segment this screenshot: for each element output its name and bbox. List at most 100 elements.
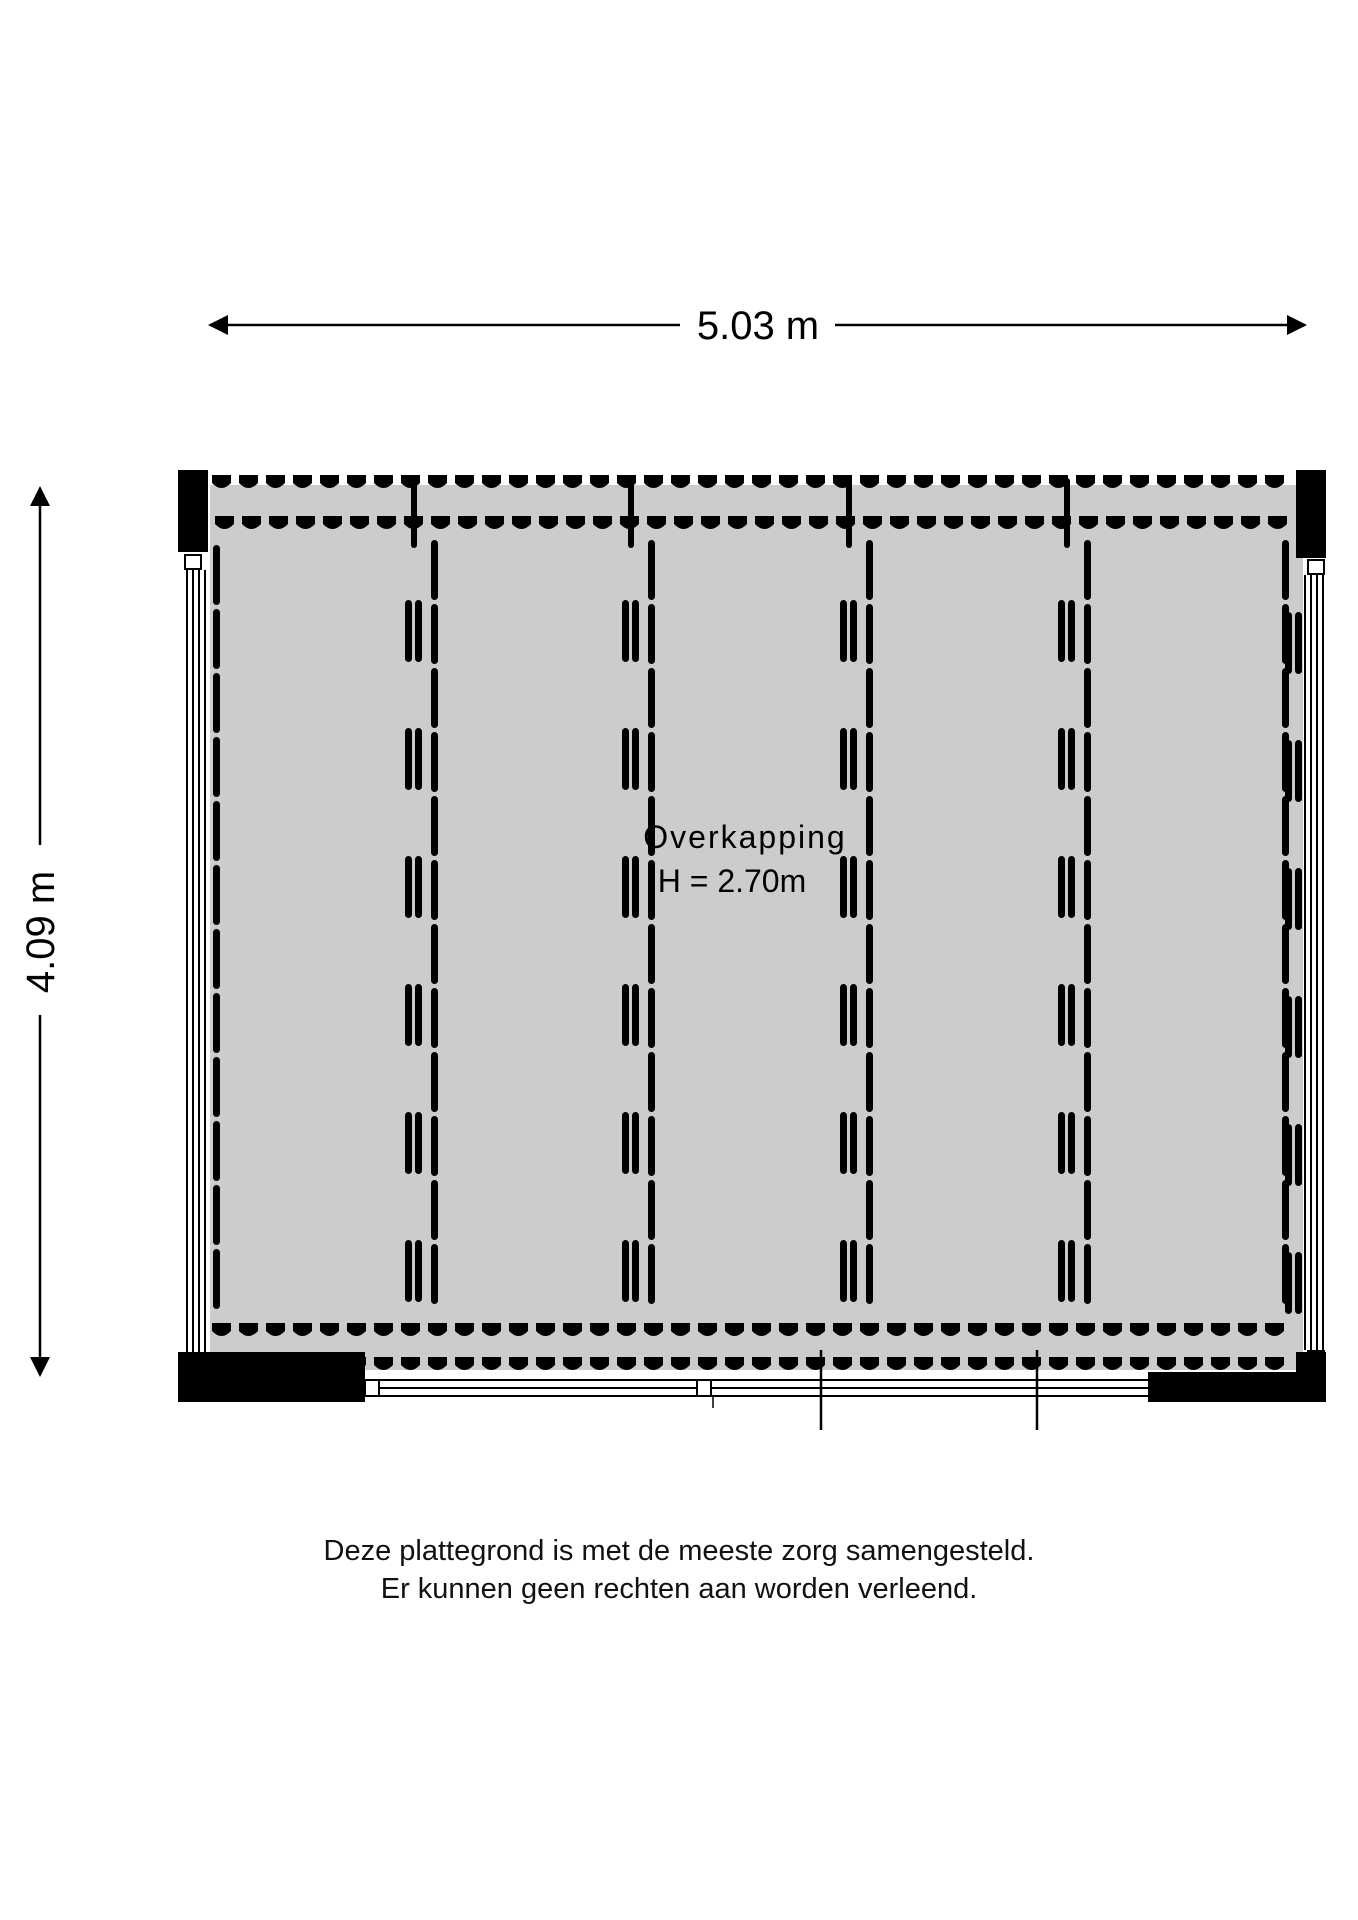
curtain-fold-pair bbox=[415, 728, 422, 790]
curtain-fold-single bbox=[431, 1244, 438, 1304]
curtain-scallop-bottom-outer bbox=[914, 1357, 933, 1370]
curtain-scallop-top-outer bbox=[1157, 475, 1176, 488]
curtain-divider-top bbox=[628, 478, 634, 548]
curtain-fold-pair bbox=[405, 600, 412, 662]
curtain-fold-pair bbox=[405, 856, 412, 918]
curtain-scallop-top-outer bbox=[968, 475, 987, 488]
curtain-fold-pair-right bbox=[1295, 868, 1302, 930]
curtain-scallop-top-inner bbox=[863, 516, 882, 529]
curtain-fold-single bbox=[866, 860, 873, 920]
curtain-scallop-bottom-inner bbox=[482, 1323, 501, 1336]
curtain-fold-single bbox=[431, 604, 438, 664]
curtain-scallop-top-outer bbox=[536, 475, 555, 488]
curtain-fold-pair bbox=[1068, 1112, 1075, 1174]
curtain-fold-pair bbox=[1058, 728, 1065, 790]
curtain-scallop-top-outer bbox=[1184, 475, 1203, 488]
curtain-scallop-bottom-outer bbox=[347, 1357, 366, 1370]
curtain-scallop-bottom-outer bbox=[1184, 1357, 1203, 1370]
curtain-fold-left bbox=[213, 1057, 220, 1117]
curtain-fold-pair bbox=[1058, 600, 1065, 662]
curtain-fold-pair bbox=[850, 728, 857, 790]
curtain-scallop-bottom-outer bbox=[617, 1357, 636, 1370]
curtain-fold-right bbox=[1282, 540, 1289, 600]
curtain-fold-left bbox=[213, 865, 220, 925]
curtain-fold-single bbox=[648, 988, 655, 1048]
curtain-fold-single bbox=[431, 860, 438, 920]
curtain-fold-single bbox=[866, 668, 873, 728]
curtain-scallop-bottom-outer bbox=[1022, 1357, 1041, 1370]
curtain-fold-pair bbox=[1058, 1240, 1065, 1302]
curtain-fold-left bbox=[213, 673, 220, 733]
curtain-fold-single bbox=[1084, 860, 1091, 920]
curtain-fold-single bbox=[1084, 1180, 1091, 1240]
curtain-fold-pair bbox=[405, 1112, 412, 1174]
curtain-fold-pair bbox=[415, 856, 422, 918]
curtain-scallop-bottom-outer bbox=[1049, 1357, 1068, 1370]
curtain-scallop-top-outer bbox=[1076, 475, 1095, 488]
curtain-scallop-top-inner bbox=[485, 516, 504, 529]
curtain-scallop-bottom-inner bbox=[1265, 1323, 1284, 1336]
curtain-divider-top bbox=[846, 478, 852, 548]
curtain-scallop-bottom-outer bbox=[860, 1357, 879, 1370]
curtain-fold-pair bbox=[415, 1240, 422, 1302]
curtain-scallop-bottom-inner bbox=[644, 1323, 663, 1336]
curtain-fold-pair bbox=[632, 728, 639, 790]
curtain-scallop-top-outer bbox=[1130, 475, 1149, 488]
curtain-scallop-top-inner bbox=[728, 516, 747, 529]
curtain-fold-right bbox=[1282, 924, 1289, 984]
curtain-scallop-top-outer bbox=[671, 475, 690, 488]
curtain-fold-pair bbox=[405, 1240, 412, 1302]
curtain-scallop-bottom-inner bbox=[752, 1323, 771, 1336]
curtain-fold-single bbox=[431, 732, 438, 792]
curtain-scallop-bottom-inner bbox=[941, 1323, 960, 1336]
curtain-fold-single bbox=[648, 860, 655, 920]
curtain-scallop-top-outer bbox=[509, 475, 528, 488]
curtain-scallop-top-inner bbox=[512, 516, 531, 529]
curtain-scallop-bottom-outer bbox=[1265, 1357, 1284, 1370]
curtain-fold-single bbox=[866, 604, 873, 664]
curtain-scallop-bottom-outer bbox=[509, 1357, 528, 1370]
curtain-scallop-top-inner bbox=[1025, 516, 1044, 529]
curtain-fold-pair bbox=[405, 728, 412, 790]
curtain-fold-pair bbox=[840, 984, 847, 1046]
curtain-fold-pair bbox=[632, 856, 639, 918]
curtain-scallop-top-inner bbox=[296, 516, 315, 529]
curtain-scallop-bottom-outer bbox=[806, 1357, 825, 1370]
curtain-fold-right bbox=[1282, 668, 1289, 728]
curtain-scallop-bottom-outer bbox=[428, 1357, 447, 1370]
curtain-fold-single bbox=[431, 1180, 438, 1240]
curtain-scallop-bottom-inner bbox=[914, 1323, 933, 1336]
curtain-scallop-bottom-inner bbox=[995, 1323, 1014, 1336]
curtain-fold-single bbox=[431, 540, 438, 600]
curtain-scallop-bottom-inner bbox=[212, 1323, 231, 1336]
post-top-right bbox=[1296, 470, 1326, 558]
left-wall bbox=[184, 554, 206, 1368]
curtain-scallop-top-outer bbox=[482, 475, 501, 488]
curtain-scallop-bottom-outer bbox=[941, 1357, 960, 1370]
curtain-fold-left bbox=[213, 993, 220, 1053]
curtain-fold-pair-right bbox=[1295, 1124, 1302, 1186]
curtain-scallop-bottom-outer bbox=[266, 1357, 285, 1370]
curtain-fold-pair-right bbox=[1285, 612, 1292, 674]
curtain-scallop-bottom-inner bbox=[320, 1323, 339, 1336]
curtain-fold-left bbox=[213, 1121, 220, 1181]
curtain-scallop-top-inner bbox=[944, 516, 963, 529]
curtain-scallop-top-outer bbox=[563, 475, 582, 488]
curtain-scallop-top-outer bbox=[860, 475, 879, 488]
curtain-fold-single bbox=[648, 1052, 655, 1112]
curtain-scallop-top-inner bbox=[1079, 516, 1098, 529]
curtain-scallop-bottom-outer bbox=[482, 1357, 501, 1370]
curtain-pattern bbox=[212, 475, 1302, 1370]
curtain-fold-single bbox=[1084, 668, 1091, 728]
curtain-fold-pair bbox=[840, 1240, 847, 1302]
curtain-scallop-bottom-inner bbox=[266, 1323, 285, 1336]
curtain-scallop-top-inner bbox=[377, 516, 396, 529]
curtain-scallop-top-outer bbox=[374, 475, 393, 488]
curtain-fold-pair-right bbox=[1285, 868, 1292, 930]
curtain-fold-left bbox=[213, 801, 220, 861]
curtain-fold-pair bbox=[1058, 984, 1065, 1046]
curtain-scallop-top-inner bbox=[1160, 516, 1179, 529]
curtain-fold-single bbox=[866, 732, 873, 792]
curtain-scallop-top-outer bbox=[752, 475, 771, 488]
post-bottom-left-upright bbox=[178, 1352, 208, 1402]
